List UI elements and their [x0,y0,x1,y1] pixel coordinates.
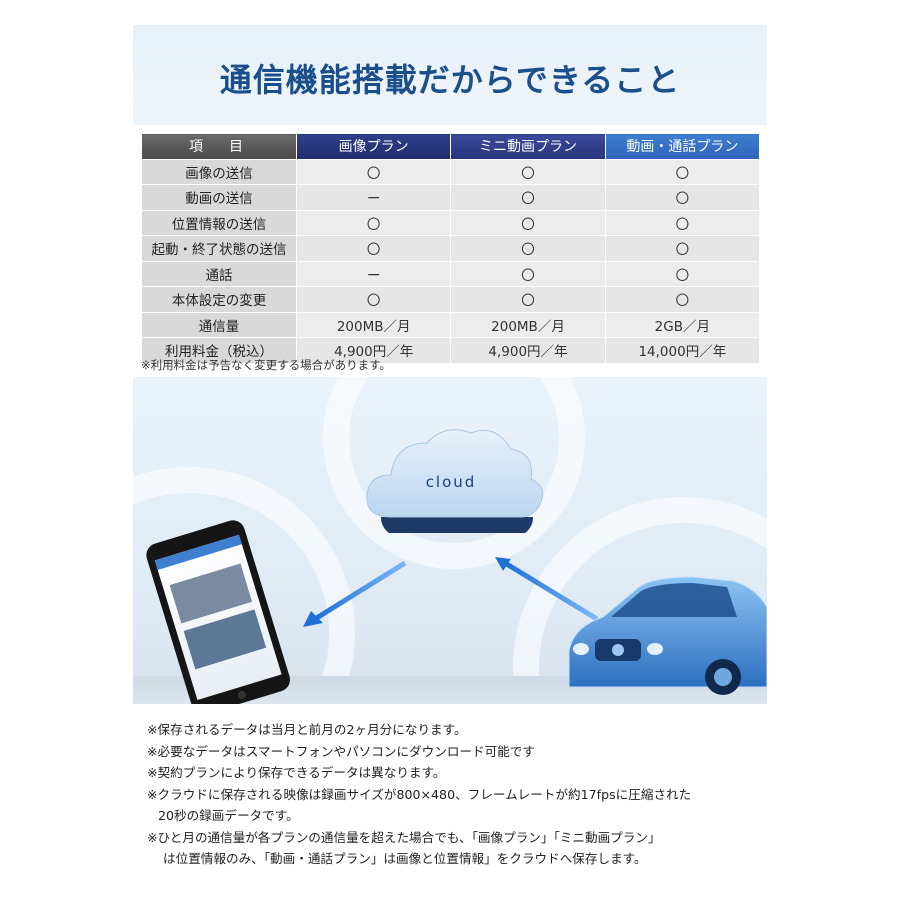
row-label: 画像の送信 [141,158,297,185]
title-banner: 通信機能搭載だからできること [133,25,767,125]
note-item: ※ひと月の通信量が各プランの通信量を超えた場合でも、「画像プラン」「ミニ動画プラ… [147,829,661,845]
cell-value: 〇 [295,235,452,262]
cell-value: 200MB／月 [450,311,606,338]
notes-list: ※保存されるデータは当月と前月の2ヶ月分になります。 ※必要なデータはスマートフ… [147,719,767,870]
illustration-graphics [146,429,767,704]
note-item-continuation: 20秒の録画データです。 [158,808,299,823]
row-label: 位置情報の送信 [141,209,297,236]
plan-comparison-table: 項 目 画像プラン ミニ動画プラン 動画・通話プラン 画像の送信 〇 〇 〇 動… [141,133,761,364]
table-row: 通話 ー 〇 〇 [141,260,761,287]
cell-value: 〇 [450,184,606,211]
cell-value: 〇 [604,209,761,236]
header-image-plan: 画像プラン [295,133,452,160]
cloud-label: cloud [425,473,477,491]
price-note: ※利用料金は予告なく変更する場合があります。 [141,358,391,372]
row-label: 動画の送信 [141,184,297,211]
cell-value: 〇 [604,260,761,287]
table-row: 位置情報の送信 〇 〇 〇 [141,209,761,236]
row-label: 起動・終了状態の送信 [141,235,297,262]
table-row: 通信量 200MB／月 200MB／月 2GB／月 [141,311,761,338]
note-item: ※クラウドに保存される映像は録画サイズが800×480、フレームレートが約17f… [147,786,692,802]
note-item: ※契約プランにより保存できるデータは異なります。 [147,765,446,780]
header-video-call-plan: 動画・通話プラン [604,133,761,160]
note-item: ※必要なデータはスマートフォンやパソコンにダウンロード可能です [147,743,535,759]
table-row: 画像の送信 〇 〇 〇 [141,158,761,185]
cloud-connection-illustration: cloud [133,377,767,704]
cloud-icon [366,429,544,533]
cell-value: 〇 [604,286,761,313]
download-arrow-icon [303,560,407,627]
cell-value: 〇 [450,235,606,262]
table-row: 起動・終了状態の送信 〇 〇 〇 [141,235,761,262]
note-item: ※保存されるデータは当月と前月の2ヶ月分になります。 [147,722,467,737]
page-title: 通信機能搭載だからできること [219,61,681,99]
cell-value: 2GB／月 [604,311,761,338]
note-item-continuation: は位置情報のみ、「動画・通話プラン」は画像と位置情報」をクラウドへ保存します。 [163,851,647,866]
car-icon [568,576,767,695]
cell-value: 〇 [604,235,761,262]
cell-value: 〇 [295,209,452,236]
header-mini-video-plan: ミニ動画プラン [450,133,606,160]
cell-value: 14,000円／年 [604,337,761,364]
cell-value: ー [295,184,452,211]
upload-arrow-icon [495,557,599,622]
row-label: 通信量 [141,311,297,338]
table-header-row: 項 目 画像プラン ミニ動画プラン 動画・通話プラン [141,133,761,160]
cell-value: 〇 [450,286,606,313]
cell-value: ー [295,260,452,287]
cell-value: 〇 [450,209,606,236]
row-label: 本体設定の変更 [141,286,297,313]
cell-value: 〇 [450,260,606,287]
smartphone-icon [146,520,290,704]
row-label: 利用料金（税込） [141,337,297,364]
table-row: 本体設定の変更 〇 〇 〇 [141,286,761,313]
cell-value: 4,900円／年 [295,337,452,364]
cell-value: 〇 [295,158,452,185]
cell-value: 〇 [604,158,761,185]
header-item: 項 目 [141,133,297,160]
table-row: 動画の送信 ー 〇 〇 [141,184,761,211]
content-panel: 通信機能搭載だからできること 項 目 画像プラン ミニ動画プラン 動画・通話プラ… [133,25,767,885]
cell-value: 〇 [450,158,606,185]
table-row: 利用料金（税込） 4,900円／年 4,900円／年 14,000円／年 [141,337,761,364]
cell-value: 4,900円／年 [450,337,606,364]
cell-value: 〇 [295,286,452,313]
cell-value: 〇 [604,184,761,211]
row-label: 通話 [141,260,297,287]
cell-value: 200MB／月 [295,311,452,338]
